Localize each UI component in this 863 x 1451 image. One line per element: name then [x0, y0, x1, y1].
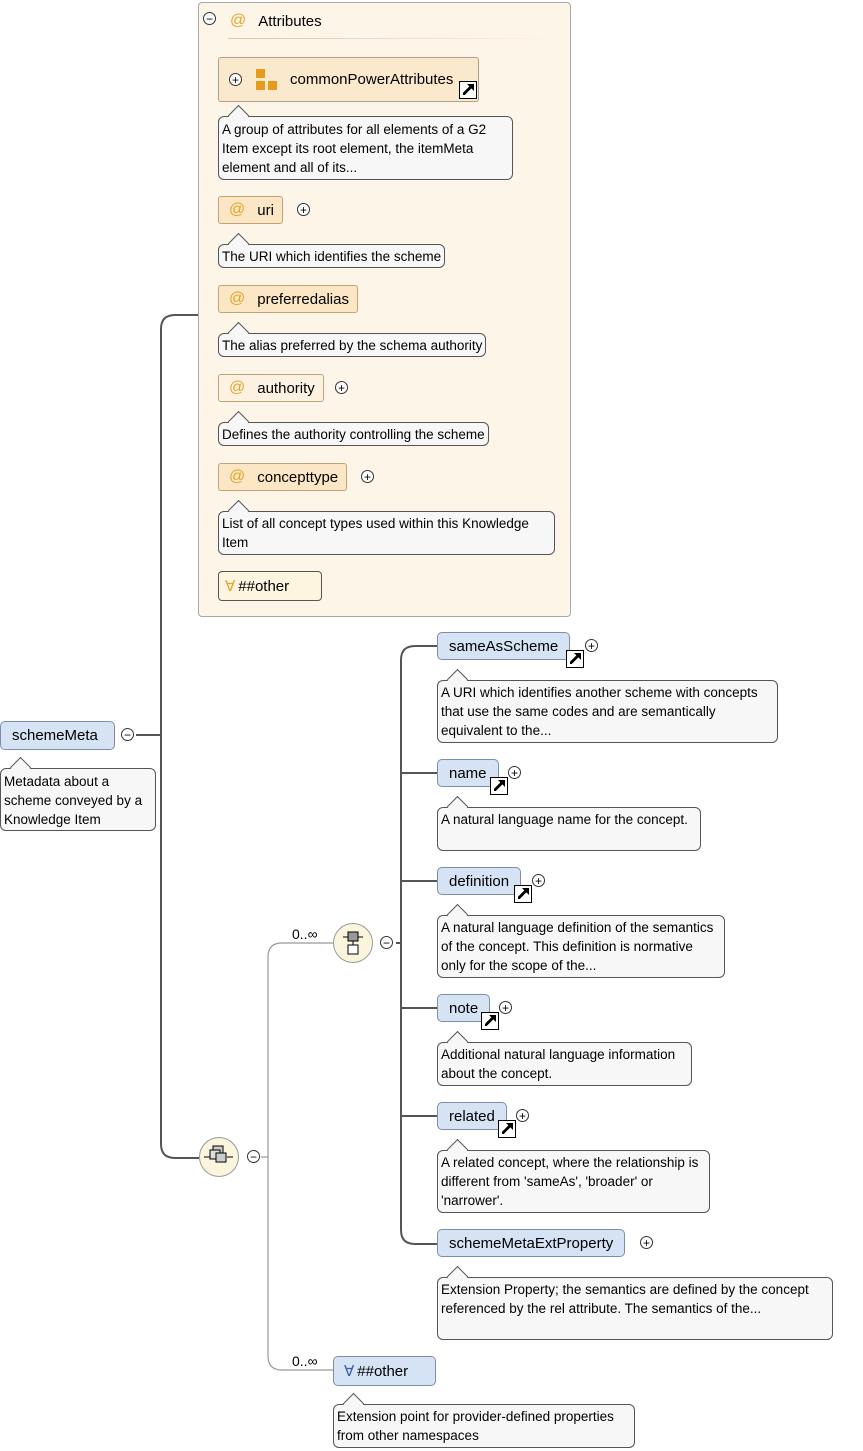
attribute-name: preferredalias — [257, 290, 349, 308]
element-name: related — [449, 1107, 495, 1125]
expand-icon[interactable]: + — [516, 1109, 529, 1122]
any-icon: ∀ — [344, 1363, 355, 1380]
element-name: schemeMetaExtProperty — [449, 1234, 614, 1252]
any-other-cardinality: 0..∞ — [292, 1353, 318, 1369]
choice-compositor-icon[interactable] — [199, 1137, 239, 1177]
element-name: sameAsScheme — [449, 637, 559, 655]
reference-link-icon[interactable] — [459, 81, 477, 99]
attribute-at-icon: @ — [229, 468, 246, 485]
expand-icon[interactable]: + — [361, 470, 374, 483]
seq-child-lines — [401, 772, 437, 1117]
reference-link-icon[interactable] — [481, 1012, 499, 1030]
element-name[interactable]: name — [437, 759, 499, 787]
collapse-icon[interactable]: − — [380, 936, 393, 949]
attribute-uri[interactable]: @ uri — [218, 196, 283, 224]
attribute-uri-doc: The URI which identifies the scheme — [218, 244, 446, 268]
element-related-doc: A related concept, where the relationshi… — [437, 1150, 710, 1213]
element-name-doc: A natural language name for the concept. — [437, 807, 701, 851]
element-note[interactable]: note — [437, 994, 491, 1022]
attribute-authority[interactable]: @ authority — [218, 374, 324, 402]
expand-icon[interactable]: + — [532, 874, 545, 887]
collapse-icon[interactable]: − — [247, 1150, 260, 1163]
attribute-concepttype[interactable]: @ concepttype — [218, 463, 348, 491]
attribute-concepttype-doc: List of all concept types used within th… — [218, 511, 555, 555]
element-name: name — [449, 764, 487, 782]
attribute-authority-doc: Defines the authority controlling the sc… — [218, 422, 489, 446]
expand-icon[interactable]: + — [585, 639, 598, 652]
attribute-name: uri — [257, 201, 274, 219]
reference-link-icon[interactable] — [498, 1120, 516, 1138]
attribute-name: concepttype — [257, 468, 339, 486]
element-sameasscheme-doc: A URI which identifies another scheme wi… — [437, 680, 778, 743]
attributes-collapse-icon[interactable]: − — [203, 12, 216, 25]
attribute-group-icon — [256, 68, 278, 91]
expand-icon[interactable]: + — [297, 203, 310, 216]
attributes-divider — [228, 38, 558, 39]
element-related[interactable]: related — [437, 1102, 507, 1130]
reference-link-icon[interactable] — [566, 650, 584, 668]
element-note-doc: Additional natural language information … — [437, 1042, 692, 1086]
collapse-icon[interactable]: − — [121, 728, 134, 741]
any-name: ##other — [238, 577, 290, 595]
common-power-attributes-group[interactable]: + commonPowerAttributes — [218, 57, 479, 102]
expand-icon[interactable]: + — [640, 1236, 653, 1249]
attributes-title: Attributes — [258, 12, 322, 30]
attribute-preferredalias-doc: The alias preferred by the schema author… — [218, 333, 487, 357]
element-any-other-doc: Extension point for provider-defined pro… — [333, 1404, 635, 1448]
element-name: definition — [449, 872, 510, 890]
element-definition[interactable]: definition — [437, 867, 522, 895]
any-icon: ∀ — [225, 578, 236, 595]
expand-icon[interactable]: + — [508, 766, 521, 779]
attribute-at-icon: @ — [229, 201, 246, 218]
expand-icon[interactable]: + — [335, 381, 348, 394]
expand-icon[interactable]: + — [499, 1001, 512, 1014]
element-sameasscheme[interactable]: sameAsScheme — [437, 632, 571, 660]
attribute-preferredalias[interactable]: @ preferredalias — [218, 285, 358, 313]
group-doc: A group of attributes for all elements o… — [218, 116, 513, 180]
element-name: schemeMeta — [12, 727, 98, 744]
reference-link-icon[interactable] — [490, 777, 508, 795]
root-element-schememeta[interactable]: schemeMeta — [0, 721, 115, 750]
group-name: commonPowerAttributes — [290, 71, 454, 88]
attribute-name: authority — [257, 379, 315, 397]
attribute-at-icon: @ — [229, 379, 246, 396]
choice-branch-line — [261, 942, 333, 1371]
expand-icon[interactable]: + — [229, 73, 242, 86]
root-branch-line — [160, 314, 199, 1159]
seq-branch-line — [400, 645, 437, 1245]
attribute-any-other[interactable]: ∀ ##other — [218, 571, 322, 601]
any-name: ##other — [357, 1362, 409, 1380]
sequence-compositor-icon[interactable] — [333, 923, 373, 963]
attribute-at-icon: @ — [230, 12, 247, 29]
reference-link-icon[interactable] — [514, 885, 532, 903]
element-schememetaextproperty[interactable]: schemeMetaExtProperty — [437, 1229, 626, 1257]
element-any-other[interactable]: ∀ ##other — [333, 1356, 436, 1386]
element-name: note — [449, 999, 479, 1017]
element-schememetaextproperty-doc: Extension Property; the semantics are de… — [437, 1277, 833, 1340]
element-definition-doc: A natural language definition of the sem… — [437, 915, 725, 978]
root-doc: Metadata about a scheme conveyed by a Kn… — [0, 768, 156, 831]
attribute-at-icon: @ — [229, 290, 246, 307]
attributes-header: @ Attributes — [230, 8, 322, 34]
sequence-cardinality: 0..∞ — [292, 926, 318, 942]
